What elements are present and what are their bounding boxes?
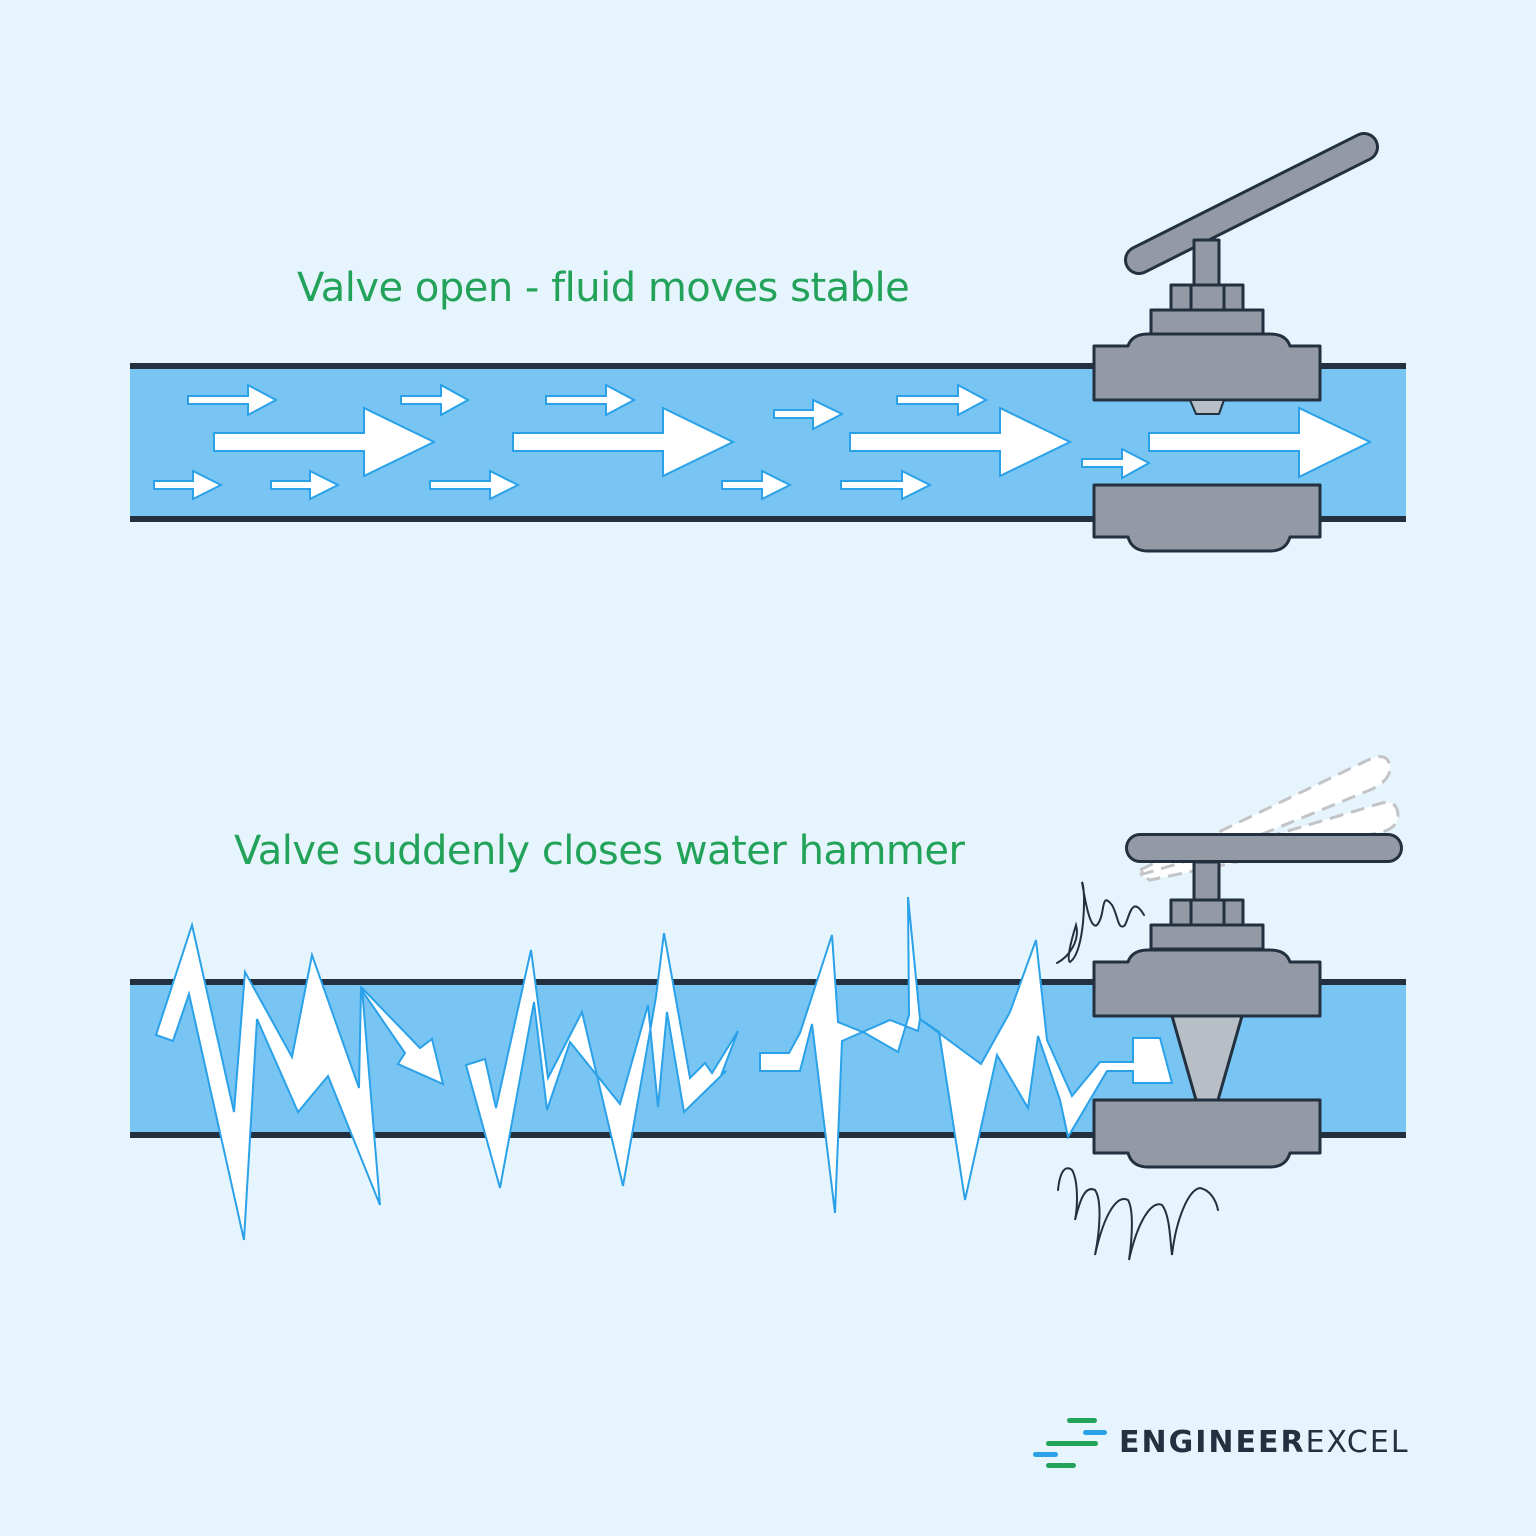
flow-arrow-small bbox=[153, 469, 224, 501]
vibration-line-top bbox=[1056, 881, 1145, 964]
pipe-top-wall bbox=[130, 363, 1406, 369]
vibration-line-bottom bbox=[1057, 1167, 1219, 1261]
flow-arrow-small bbox=[721, 469, 793, 501]
valve-body-lower bbox=[1092, 1098, 1322, 1169]
flow-arrow-small bbox=[1081, 447, 1152, 480]
closed-valve-scene bbox=[130, 755, 1406, 1261]
speed-lines-logo-icon bbox=[1033, 1417, 1107, 1468]
valve-nut bbox=[1169, 283, 1245, 313]
flow-arrow-large bbox=[1148, 406, 1373, 479]
valve-stem bbox=[1192, 860, 1221, 904]
open-valve-scene bbox=[130, 132, 1406, 553]
valve-stem bbox=[1192, 238, 1221, 290]
valve-body-upper bbox=[1092, 948, 1322, 1018]
flow-arrow-small bbox=[429, 469, 521, 501]
valve-bonnet bbox=[1149, 923, 1265, 951]
flow-arrow-small bbox=[187, 383, 279, 417]
flow-arrow-small bbox=[896, 383, 989, 417]
valve-nut bbox=[1169, 898, 1245, 928]
brand-wordmark-light: EXCEL bbox=[1305, 1424, 1410, 1460]
flow-arrow-small bbox=[270, 469, 341, 501]
valve-body-upper bbox=[1092, 332, 1322, 402]
vibration-lines bbox=[1056, 881, 1219, 1261]
pipe-bottom-wall bbox=[130, 1132, 1406, 1138]
brand-logo: ENGINEEREXCEL bbox=[1033, 1417, 1410, 1468]
surge-arrow bbox=[759, 896, 1174, 1214]
caption-valve-closed: Valve suddenly closes water hammer bbox=[234, 828, 965, 874]
valve-plug-retracted bbox=[1189, 399, 1225, 415]
surge-arrow bbox=[154, 921, 445, 1241]
flow-arrow-small bbox=[400, 383, 471, 417]
valve-bonnet bbox=[1149, 308, 1265, 336]
brand-wordmark-bold: ENGINEER bbox=[1119, 1424, 1306, 1460]
flow-arrow-large bbox=[213, 406, 437, 478]
flow-arrow-large bbox=[512, 406, 736, 478]
flow-arrows bbox=[153, 383, 1373, 501]
valve-body-lower bbox=[1092, 483, 1322, 553]
valve-closed[interactable] bbox=[1092, 833, 1403, 1169]
brand-wordmark: ENGINEEREXCEL bbox=[1119, 1425, 1410, 1460]
caption-valve-open: Valve open - fluid moves stable bbox=[297, 265, 910, 311]
valve-open[interactable] bbox=[1092, 132, 1379, 553]
pressure-surge-arrows bbox=[154, 896, 1174, 1241]
surge-arrow bbox=[464, 932, 739, 1189]
valve-handle-tilted[interactable] bbox=[1124, 132, 1379, 275]
pipe-bottom-wall bbox=[130, 516, 1406, 522]
flow-arrow-small bbox=[773, 398, 845, 431]
flow-arrow-small bbox=[545, 383, 637, 417]
flow-arrow-small bbox=[840, 469, 933, 501]
flow-arrow-large bbox=[849, 406, 1073, 478]
pipe-top-wall bbox=[130, 979, 1406, 985]
